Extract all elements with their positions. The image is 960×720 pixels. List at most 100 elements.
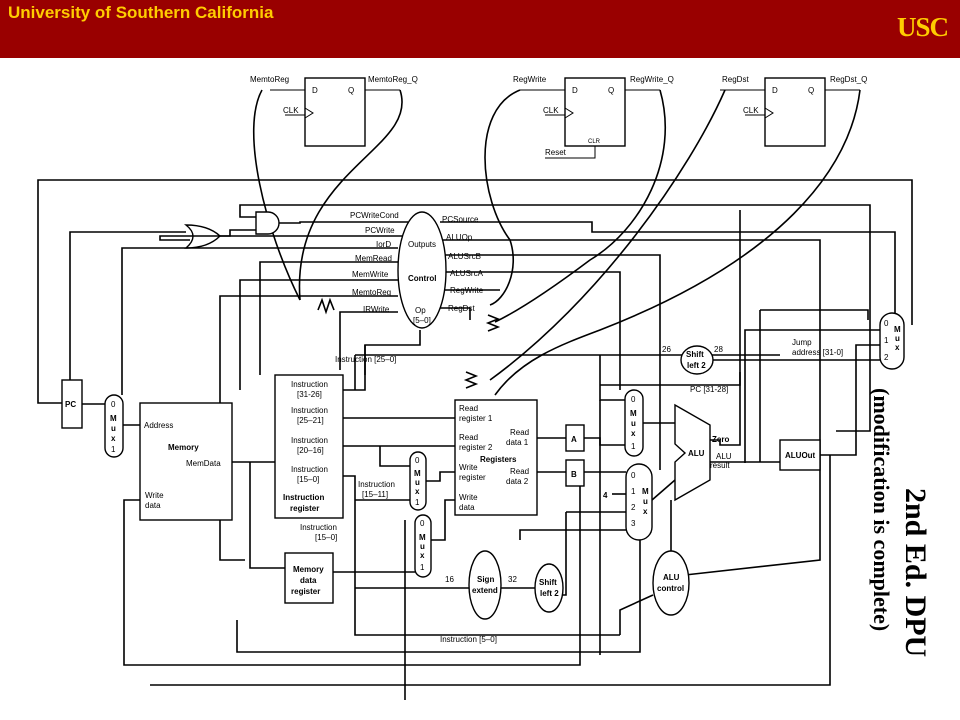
ff1-output: MemtoReg_Q [368, 75, 418, 84]
mux-memtoreg-x: x [420, 551, 425, 560]
sig-memread: MemRead [355, 254, 392, 263]
label-instr-15-0b: [15–0] [315, 533, 337, 542]
mux-alusrcb: 0 1 2 3 M u x [625, 463, 653, 541]
mux-alusrcb-0: 0 [631, 471, 636, 480]
sig-regdst: RegDst [448, 304, 475, 313]
sig-pcwritecond: PCWriteCond [350, 211, 399, 220]
rf-readreg2b: register 2 [459, 443, 493, 452]
mux-alusrcb-1: 1 [631, 487, 636, 496]
flipflop-regdst: D Q CLK RegDst RegDst_Q [720, 75, 867, 147]
sign-extend-line2: extend [472, 586, 498, 595]
mux-iord-m: M [110, 414, 117, 423]
memory-block: Address Memory MemData Write data [139, 402, 233, 521]
control-op-label: Op [415, 306, 426, 315]
ff2-clk: CLK [543, 106, 559, 115]
rf-readreg1a: Read [459, 404, 478, 413]
sig-aluop: ALUOp [446, 233, 473, 242]
shift-jump-line2: left 2 [687, 361, 706, 370]
rf-readdata1a: Read [510, 428, 529, 437]
mux-memtoreg: 0 M u x 1 [414, 514, 432, 578]
memory-memdata: MemData [186, 459, 221, 468]
rf-readdata2b: data 2 [506, 477, 529, 486]
mux-pcsource-0: 0 [884, 319, 889, 328]
mux-pcsource-2: 2 [884, 353, 889, 362]
memory-title: Memory [168, 443, 199, 452]
ff3-clk: CLK [743, 106, 759, 115]
mux-pcsource: 0 1 2 M u x [879, 312, 905, 370]
shift-branch-line2: left 2 [540, 589, 559, 598]
memory-address: Address [144, 421, 173, 430]
header-banner: University of Southern California USC [0, 0, 960, 58]
control-op-bits: [5–0] [413, 316, 431, 325]
alu-control-line1: ALU [663, 573, 680, 582]
mux-pcsource-u: u [895, 334, 900, 343]
rf-readdata2a: Read [510, 467, 529, 476]
mux-iord-u: u [111, 424, 116, 433]
pc-31-28: PC [31-28] [690, 385, 728, 394]
register-b: B [565, 459, 585, 487]
rf-writedatab: data [459, 503, 475, 512]
mux-memtoreg-1: 1 [420, 563, 425, 572]
rf-readdata1b: data 1 [506, 438, 529, 447]
mux-regdst-1: 1 [415, 498, 420, 507]
mux-alusrcb-u: u [643, 497, 648, 506]
sig-pcwrite: PCWrite [365, 226, 395, 235]
alu-control-line2: control [657, 584, 684, 593]
mux-alusrca-u: u [631, 419, 636, 428]
mdr-line2: data [300, 576, 317, 585]
memory-write1: Write [145, 491, 164, 500]
mux-regdst-u: u [415, 478, 420, 487]
label-instr-15-0a: Instruction [300, 523, 337, 532]
ir-field-bits-2: [25–21] [297, 416, 324, 425]
rf-readreg2a: Read [459, 433, 478, 442]
ff2-reset: Reset [545, 148, 567, 157]
mux-pcsource-x: x [895, 343, 900, 352]
mux-memtoreg-u: u [420, 542, 425, 551]
ff1-clk: CLK [283, 106, 299, 115]
ff1-input: MemtoReg [250, 75, 289, 84]
rf-writedataa: Write [459, 493, 478, 502]
alu-title: ALU [688, 449, 705, 458]
label-instr-25-0: Instruction [25–0] [335, 355, 396, 364]
mux-iord-x: x [111, 434, 116, 443]
const-4: 4 [603, 491, 608, 500]
ir-field-bits-1: [31-26] [297, 390, 322, 399]
sig-pcsource: PCSource [442, 215, 479, 224]
side-note-line1: 2nd Ed. DPU [899, 488, 932, 658]
mux-iord-1: 1 [111, 445, 116, 454]
flipflop-regwrite: D Q CLK CLR Reset RegWrite RegWrite_Q [513, 75, 674, 159]
mux-regdst-x: x [415, 487, 420, 496]
label-instr-15-11a: Instruction [358, 480, 395, 489]
rf-title: Registers [480, 455, 517, 464]
ir-title-2: register [290, 504, 319, 513]
ir-field-bits-3: [20–16] [297, 446, 324, 455]
mux-pcsource-1: 1 [884, 336, 889, 345]
shift-branch-line1: Shift [539, 578, 557, 587]
bits-26: 26 [662, 345, 671, 354]
sig-iord: IorD [376, 240, 391, 249]
register-a: A [565, 424, 585, 452]
rf-readreg1b: register 1 [459, 414, 493, 423]
ff2-clr: CLR [588, 139, 601, 145]
mux-alusrca-1: 1 [631, 442, 636, 451]
mux-alusrca-x: x [631, 429, 636, 438]
aluout-label: ALUOut [785, 451, 816, 460]
ff2-q: Q [608, 86, 614, 95]
jump-label2: address [31-0] [792, 348, 843, 357]
ir-field-label-3: Instruction [291, 436, 328, 445]
side-note-line2: (modification is complete) [869, 388, 894, 632]
mux-pcsource-m: M [894, 325, 901, 334]
mux-memtoreg-m: M [419, 533, 426, 542]
shift-jump-line1: Shift [686, 350, 704, 359]
control-title: Control [408, 274, 436, 283]
ff3-input: RegDst [722, 75, 749, 84]
register-file: Read register 1 Read register 2 Register… [454, 399, 538, 516]
mux-regdst: 0 M u x 1 [409, 451, 427, 511]
pc-register: PC [61, 379, 83, 429]
aluout-register: ALUOut [779, 439, 821, 471]
ir-title-1: Instruction [283, 493, 324, 502]
alu-control: ALU control [652, 550, 690, 616]
sig-alusrca: ALUSrcA [450, 269, 484, 278]
alu-result2: result [710, 461, 730, 470]
